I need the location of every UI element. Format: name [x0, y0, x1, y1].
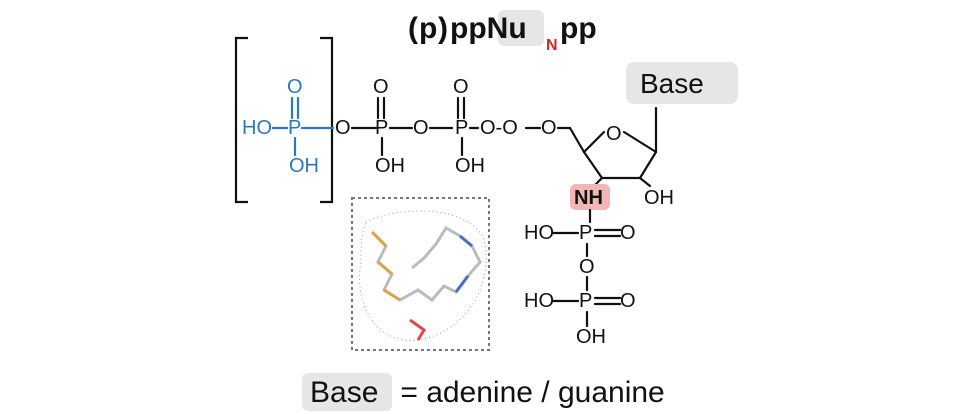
caption-base-highlight [302, 373, 392, 411]
ring-oxygen: O [606, 123, 622, 145]
title-ppnu: ppNu [450, 12, 527, 45]
left-bracket [234, 36, 248, 204]
bond-c4-o [582, 130, 606, 154]
inset-nitrogens [454, 234, 473, 293]
phosphate-2-o-top: O [373, 76, 389, 98]
phosphate-2: O P OH [373, 76, 414, 177]
title-open-paren: ( [408, 12, 418, 45]
bond-c3-nh [594, 176, 604, 186]
blue-phosphate-ho: HO [242, 117, 272, 139]
nh-group: NH [570, 184, 610, 224]
phosphate-2-p: P [375, 117, 388, 139]
phosphate-nh-1-ho: HO [524, 222, 554, 244]
title: ( p ) ppNu N pp [408, 10, 597, 54]
phosphate-nh-2-oh: OH [576, 326, 606, 348]
title-close-paren: ) [438, 12, 448, 45]
density-map-inset [351, 197, 490, 351]
bond-c3-c4 [582, 150, 604, 180]
base-text: Base [640, 68, 704, 99]
bridge-o-nh: O [579, 256, 595, 278]
bridge-o-5prime: O [541, 117, 557, 139]
caption: Base = adenine / guanine [302, 373, 665, 411]
phosphate-nh-1: HO P O O [524, 222, 636, 292]
bridge-o-2: O [413, 117, 429, 139]
inset-frame [351, 197, 490, 351]
title-p-blue: p [419, 12, 437, 45]
ribose-ring: O OH [568, 106, 674, 209]
base-highlight [626, 62, 738, 104]
right-bracket [320, 36, 334, 204]
bond-o-c1 [622, 130, 658, 154]
caption-rest: = adenine / guanine [392, 376, 665, 409]
inset-phosphates [370, 230, 401, 302]
phosphate-nh-1-o: O [620, 222, 636, 244]
base-label: Base [626, 62, 738, 104]
inset-oxygens [409, 318, 426, 341]
blue-phosphate-p: P [288, 117, 301, 139]
phosphate-3-oh: OH [455, 155, 485, 177]
title-nu-highlight [498, 10, 544, 46]
phosphate-nh-2: HO P O OH [524, 290, 636, 348]
caption-base: Base [310, 376, 378, 409]
bridge-o-1: O [335, 117, 351, 139]
phosphate-nh-2-ho: HO [524, 290, 554, 312]
phosphate-2-oh: OH [375, 155, 405, 177]
bond-c1-c2 [638, 150, 658, 180]
blue-phosphate-oh: OH [289, 155, 319, 177]
phosphate-nh-2-o: O [620, 290, 636, 312]
blue-phosphate-o-top: O [287, 76, 303, 98]
phosphate-3-o-top: O [453, 76, 469, 98]
inset-molecule [359, 210, 487, 342]
nh-highlight [570, 184, 610, 210]
oxy-o-o: O-O [480, 117, 518, 139]
phosphate-3-p: P [455, 117, 468, 139]
phosphate-nh-2-p: P [579, 290, 592, 312]
nh-label: NH [574, 187, 603, 209]
bond-c2-oh [638, 176, 652, 188]
phosphate-nh-1-p: P [579, 222, 592, 244]
title-subscript-n: N [546, 37, 558, 54]
phosphate-3: O P OH [453, 76, 485, 177]
bond-c5-c4 [568, 126, 586, 154]
title-pp: pp [560, 12, 597, 45]
blue-phosphate: O HO P OH [242, 76, 335, 177]
ring-2prime-oh: OH [644, 187, 674, 209]
